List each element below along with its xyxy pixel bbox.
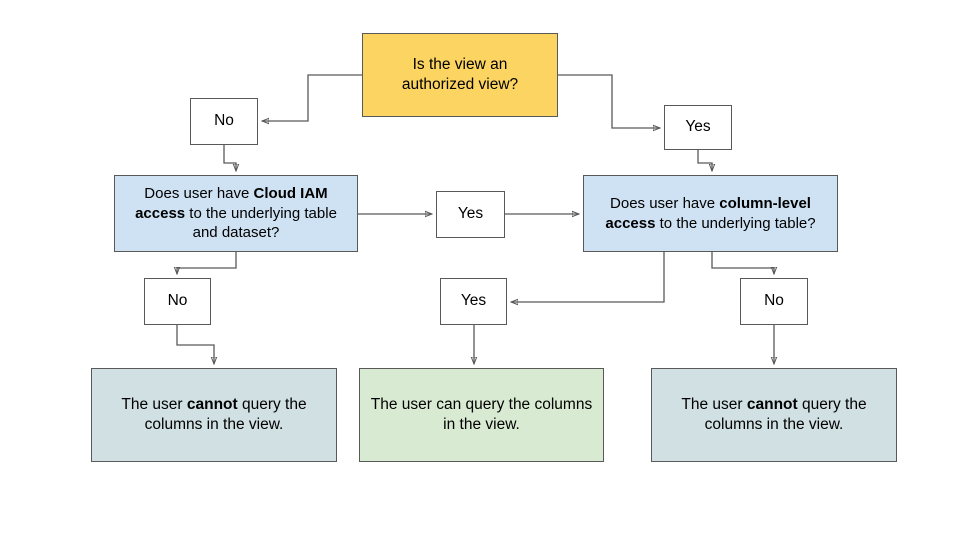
branch-yes-top-label: Yes [685,118,711,136]
node-result-left[interactable]: The user cannot query the columns in the… [91,368,337,462]
branch-yes-middle-label: Yes [457,205,484,223]
node-decision-iam[interactable]: Does user have Cloud IAM access to the u… [114,175,358,252]
node-branch-no-left[interactable]: No [144,278,211,325]
result-right-text: The user cannot query the columns in the… [681,395,867,433]
node-decision-column[interactable]: Does user have column-level access to th… [583,175,838,252]
node-result-middle[interactable]: The user can query the columns in the vi… [359,368,604,462]
branch-no-top-label: No [214,112,234,130]
edge-decision-column-to-no-right [711,252,774,274]
result-left-text: The user cannot query the columns in the… [121,395,307,433]
branch-no-right-label: No [764,292,784,310]
decision-column-text: Does user have column-level access to th… [605,195,816,232]
edge-no-left-to-result-left [176,325,214,364]
edge-decision-column-to-yes-bottom [511,252,665,302]
node-branch-yes-bottom[interactable]: Yes [440,278,507,325]
decision-iam-text: Does user have Cloud IAM access to the u… [135,185,337,242]
node-branch-yes-middle[interactable]: Yes [436,191,505,238]
edge-decision-iam-to-no-left [177,252,237,274]
result-middle-text: The user can query the columns in the vi… [370,395,593,433]
edge-yes-top-to-decision-column [697,150,712,171]
edge-start-to-no-top [262,74,362,121]
node-branch-no-right[interactable]: No [740,278,808,325]
node-result-right[interactable]: The user cannot query the columns in the… [651,368,897,462]
branch-no-left-label: No [167,292,188,310]
branch-yes-bottom-label: Yes [460,292,487,310]
edge-start-to-yes-top [558,74,660,128]
node-branch-no-top[interactable]: No [190,98,258,145]
edge-no-top-to-decision-iam [223,145,236,171]
node-branch-yes-top[interactable]: Yes [664,105,732,150]
